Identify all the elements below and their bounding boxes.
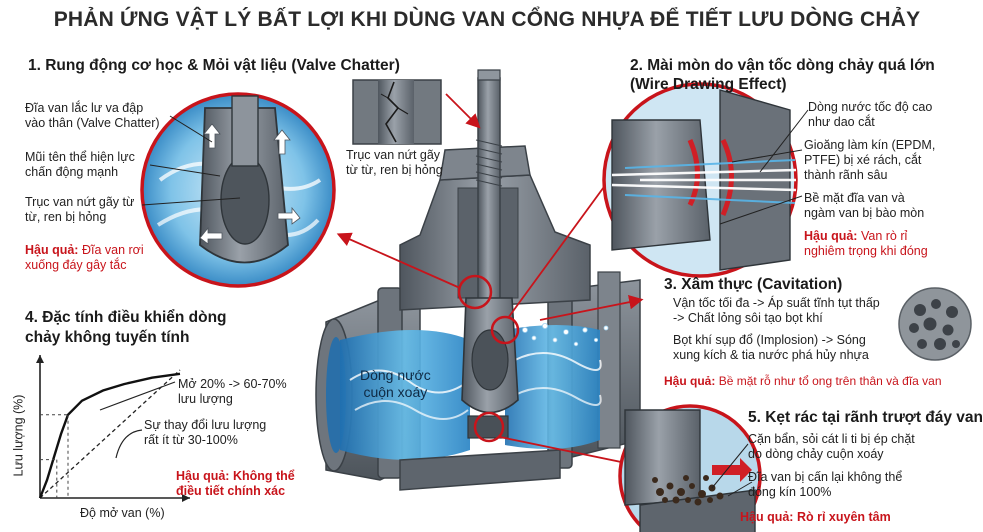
callout-seat-ring — [490, 315, 520, 345]
flow-characteristic-chart — [36, 355, 190, 502]
gate-valve-cutaway — [315, 69, 641, 491]
s2-label2: Gioăng làm kín (EPDM,PTFE) bị xé rách, c… — [804, 138, 936, 182]
honeycomb-inset — [898, 287, 972, 361]
section1-heading: 1. Rung động cơ học & Mỏi vật liệu (Valv… — [28, 57, 400, 74]
s4-annotation1: Mở 20% -> 60-70%lưu lượng — [178, 377, 287, 406]
stem-crack-inset — [352, 79, 442, 145]
page-title: PHẢN ỨNG VẬT LÝ BẤT LỢI KHI DÙNG VAN CỔN… — [53, 8, 921, 31]
s4-consequence: Hậu quả: Không thể điều tiết chính xác — [176, 469, 295, 498]
s3-consequence: Hậu quả: Bề mặt rỗ như tổ ong trên thân … — [664, 374, 942, 388]
s1-consequence: Hậu quả: Đĩa van rơi xuống đáy gây tắc — [25, 243, 144, 272]
chart-linear-line — [39, 369, 181, 499]
s3-line1: Vận tốc tối đa -> Áp suất tĩnh tụt thấp-… — [673, 296, 880, 325]
section5-heading: 5. Kẹt rác tại rãnh trượt đáy van — [748, 409, 983, 426]
inset1-leaders — [141, 115, 241, 206]
inset5-leaders — [711, 443, 753, 497]
inset2-leaders — [719, 109, 809, 225]
s2-consequence: Hậu quả: Van rò rỉ nghiêm trọng khi đóng — [804, 229, 928, 258]
chart-reference-lines — [40, 414, 69, 498]
chart-characteristic-curve — [38, 372, 181, 499]
chatter-inset — [140, 92, 336, 288]
chart-x-label: Độ mở van (%) — [80, 506, 165, 520]
section3-heading: 3. Xâm thực (Cavitation) — [664, 276, 843, 293]
callout-leaders — [336, 93, 664, 475]
wire-drawing-inset — [602, 82, 798, 278]
callout-stem-ring — [457, 274, 493, 310]
s5-consequence: Hậu quả: Rò rỉ xuyên tâm — [740, 510, 891, 524]
chart-y-label: Lưu lượng (%) — [11, 394, 26, 477]
section2-heading: 2. Mài mòn do vận tốc dòng chảy quá lớn(… — [630, 57, 935, 93]
debris-inset — [618, 404, 762, 532]
callout-bottom-ring — [473, 411, 505, 443]
